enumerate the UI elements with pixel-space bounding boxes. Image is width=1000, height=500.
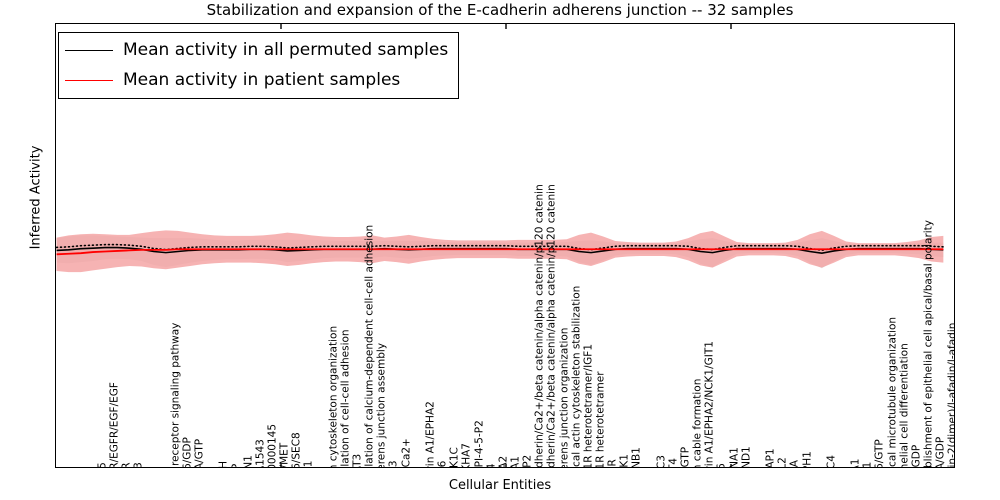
legend-label: Mean activity in all permuted samples [123, 39, 449, 60]
legend-item: Mean activity in all permuted samples [65, 37, 448, 63]
legend-item: Mean activity in patient samples [65, 67, 448, 93]
legend-line-swatch [65, 79, 113, 81]
legend-line-swatch [65, 49, 113, 51]
x-axis-title: Cellular Entities [448, 478, 552, 493]
legend-label: Mean activity in patient samples [123, 69, 401, 90]
plot-svg [56, 24, 945, 467]
patient-mean-line [56, 248, 944, 256]
chart-title: Stabilization and expansion of the E-cad… [206, 1, 794, 19]
patient-std-band [56, 230, 944, 273]
permuted-marker-dots [56, 243, 945, 251]
y-axis-title: Inferred Activity [28, 145, 44, 250]
